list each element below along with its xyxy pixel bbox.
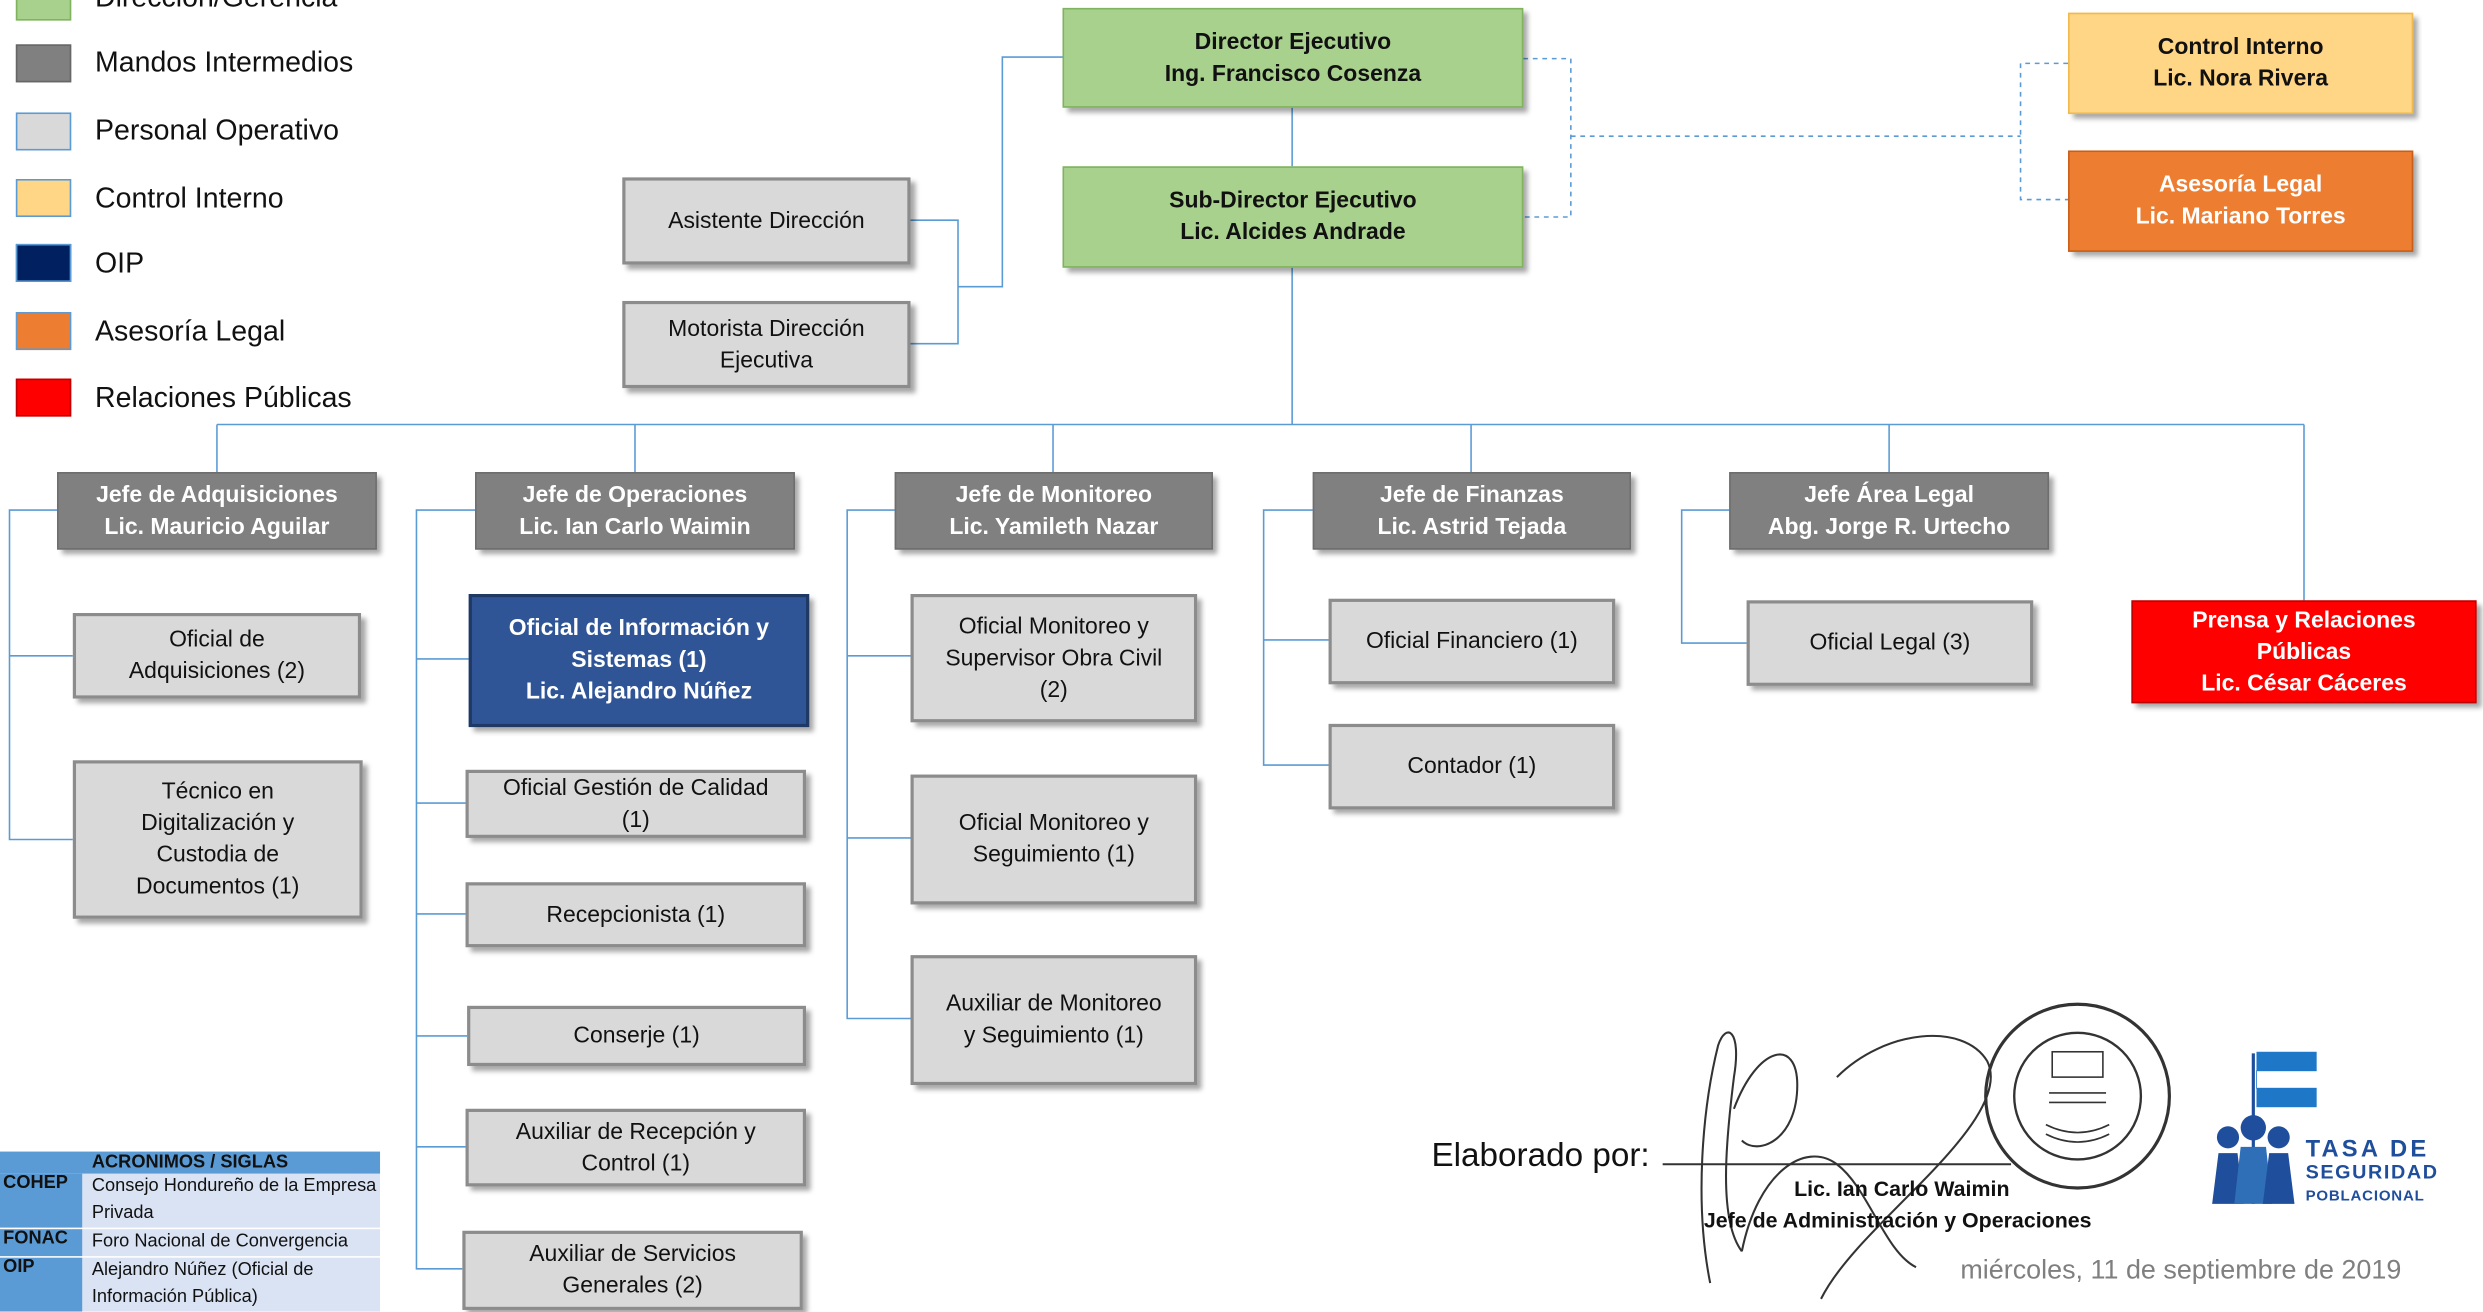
jefe-monitoreo-box: Jefe de Monitoreo Lic. Yamileth Nazar bbox=[894, 472, 1213, 550]
jefe-finanzas-title: Jefe de Finanzas bbox=[1379, 482, 1564, 508]
acronym-row: FONAC Foro Nacional de Convergencia bbox=[0, 1227, 381, 1257]
tasa-logo-emblem bbox=[2212, 1051, 2317, 1204]
jefe-monitoreo-name: Lic. Yamileth Nazar bbox=[949, 514, 1159, 540]
logo-line-1: TASA DE bbox=[2305, 1135, 2430, 1163]
acronym-row: COHEP Consejo Hondureño de la Empresa Pr… bbox=[0, 1173, 381, 1228]
jefe-operaciones-name: Lic. Ian Carlo Waimin bbox=[519, 514, 751, 540]
prensa-box: Prensa y Relaciones Públicas Lic. César … bbox=[2131, 600, 2477, 704]
asistente-box: Asistente Dirección bbox=[622, 177, 911, 265]
signer-name: Lic. Ian Carlo Waimin bbox=[1794, 1176, 2010, 1201]
legend-swatch-direccion bbox=[15, 0, 72, 21]
legend-label-direccion: Dirección/Gerencia bbox=[95, 0, 337, 14]
legal-staff-label: Oficial Legal (3) bbox=[1809, 630, 1971, 656]
ops-staff-label: Auxiliar de Servicios Generales (2) bbox=[529, 1241, 736, 1299]
logo-line-3: POBLACIONAL bbox=[2305, 1188, 2425, 1206]
subdirector-name: Lic. Alcides Andrade bbox=[1180, 220, 1406, 246]
ops-staff-box: Recepcionista (1) bbox=[465, 882, 807, 948]
control-interno-box: Control Interno Lic. Nora Rivera bbox=[2068, 12, 2414, 115]
mon-staff-label: Auxiliar de Monitoreo y Seguimiento (1) bbox=[945, 991, 1162, 1049]
fin-staff-box: Oficial Financiero (1) bbox=[1328, 598, 1616, 685]
asistente-label: Asistente Dirección bbox=[668, 208, 865, 234]
acronym-key: FONAC bbox=[0, 1229, 83, 1257]
legend-swatch-oip bbox=[15, 243, 72, 282]
fin-staff-box: Contador (1) bbox=[1328, 723, 1616, 810]
jefe-legal-box: Jefe Área Legal Abg. Jorge R. Urtecho bbox=[1729, 472, 2050, 550]
fin-staff-label: Contador (1) bbox=[1407, 753, 1537, 780]
jefe-finanzas-box: Jefe de Finanzas Lic. Astrid Tejada bbox=[1312, 472, 1632, 550]
ops-staff-box: Conserje (1) bbox=[467, 1005, 807, 1067]
control-interno-name: Lic. Nora Rivera bbox=[2153, 66, 2329, 92]
oip-label: Oficial de Información y Sistemas (1) Li… bbox=[508, 616, 770, 705]
subdirector-box: Sub-Director Ejecutivo Lic. Alcides Andr… bbox=[1062, 166, 1524, 268]
legend-label-oip: OIP bbox=[95, 247, 145, 279]
ops-staff-box: Oficial Gestión de Calidad (1) bbox=[465, 769, 807, 838]
jefe-legal-name: Abg. Jorge R. Urtecho bbox=[1767, 514, 2011, 540]
acronym-value: Consejo Hondureño de la Empresa Privada bbox=[82, 1173, 381, 1228]
jefe-legal-title: Jefe Área Legal bbox=[1804, 482, 1974, 508]
mon-staff-box: Oficial Monitoreo y Supervisor Obra Civi… bbox=[910, 594, 1198, 723]
jefe-adquisiciones-name: Lic. Mauricio Aguilar bbox=[104, 514, 330, 540]
jefe-finanzas-name: Lic. Astrid Tejada bbox=[1377, 514, 1567, 540]
ops-staff-box: Auxiliar de Servicios Generales (2) bbox=[462, 1230, 803, 1310]
acronyms-header: ACRONIMOS / SIGLAS bbox=[0, 1151, 381, 1174]
jefe-adquisiciones-title: Jefe de Adquisiciones bbox=[96, 482, 338, 508]
mon-staff-label: Oficial Monitoreo y Supervisor Obra Civi… bbox=[945, 613, 1163, 703]
legend-label-control-interno: Control Interno bbox=[95, 182, 284, 214]
motorista-label: Motorista Dirección Ejecutiva bbox=[668, 316, 865, 374]
oip-box: Oficial de Información y Sistemas (1) Li… bbox=[468, 594, 810, 728]
jefe-operaciones-box: Jefe de Operaciones Lic. Ian Carlo Waimi… bbox=[475, 472, 795, 550]
acronym-row: OIP Alejandro Núñez (Oficial de Informac… bbox=[0, 1256, 381, 1312]
subdirector-title: Sub-Director Ejecutivo bbox=[1169, 188, 1417, 214]
seal-stamp bbox=[1984, 1002, 2171, 1190]
acronym-value: Alejandro Núñez (Oficial de Información … bbox=[82, 1257, 381, 1312]
legend-swatch-mandos bbox=[15, 44, 72, 83]
ops-staff-box: Auxiliar de Recepción y Control (1) bbox=[465, 1108, 807, 1187]
prensa-label: Prensa y Relaciones Públicas Lic. César … bbox=[2192, 607, 2416, 697]
ops-staff-label: Recepcionista (1) bbox=[546, 902, 726, 928]
mon-staff-label: Oficial Monitoreo y Seguimiento (1) bbox=[958, 811, 1149, 869]
legend-label-mandos: Mandos Intermedios bbox=[95, 45, 354, 78]
asesoria-legal-title: Asesoría Legal bbox=[2158, 172, 2323, 198]
document-date: miércoles, 11 de septiembre de 2019 bbox=[1960, 1254, 2402, 1285]
jefe-operaciones-title: Jefe de Operaciones bbox=[522, 482, 748, 508]
adq-staff-label: Técnico en Digitalización y Custodia de … bbox=[136, 779, 300, 900]
director-name: Ing. Francisco Cosenza bbox=[1164, 60, 1422, 87]
legal-staff-box: Oficial Legal (3) bbox=[1746, 600, 2034, 686]
legend-label-operativo: Personal Operativo bbox=[95, 114, 340, 146]
fin-staff-label: Oficial Financiero (1) bbox=[1365, 628, 1578, 655]
legend-label-relaciones-publicas: Relaciones Públicas bbox=[95, 381, 352, 414]
ops-staff-label: Auxiliar de Recepción y Control (1) bbox=[515, 1119, 756, 1177]
adq-staff-box: Técnico en Digitalización y Custodia de … bbox=[72, 760, 363, 919]
ops-staff-label: Conserje (1) bbox=[573, 1023, 700, 1049]
motorista-box: Motorista Dirección Ejecutiva bbox=[622, 300, 911, 389]
jefe-monitoreo-title: Jefe de Monitoreo bbox=[955, 482, 1153, 508]
legend-swatch-asesoria-legal bbox=[15, 312, 72, 351]
signer-role: Jefe de Administración y Operaciones bbox=[1703, 1208, 2092, 1233]
director-title: Director Ejecutivo bbox=[1194, 29, 1392, 55]
control-interno-title: Control Interno bbox=[2157, 34, 2324, 61]
handwritten-signature bbox=[1662, 1031, 2012, 1300]
logo-line-2: SEGURIDAD bbox=[2305, 1161, 2439, 1184]
acronyms-table: ACRONIMOS / SIGLAS COHEP Consejo Hondure… bbox=[0, 1151, 381, 1312]
asesoria-legal-box: Asesoría Legal Lic. Mariano Torres bbox=[2068, 150, 2414, 252]
adq-staff-box: Oficial de Adquisiciones (2) bbox=[72, 613, 362, 699]
mon-staff-box: Oficial Monitoreo y Seguimiento (1) bbox=[910, 774, 1198, 905]
acronym-key: COHEP bbox=[0, 1173, 83, 1228]
acronym-value: Foro Nacional de Convergencia bbox=[82, 1229, 381, 1257]
jefe-adquisiciones-box: Jefe de Adquisiciones Lic. Mauricio Agui… bbox=[57, 472, 377, 550]
director-box: Director Ejecutivo Ing. Francisco Cosenz… bbox=[1062, 7, 1524, 108]
acronym-key: OIP bbox=[0, 1257, 83, 1312]
legend-swatch-operativo bbox=[15, 112, 72, 151]
tasa-logo-text: TASA DE SEGURIDAD POBLACIONAL bbox=[2306, 1137, 2439, 1208]
mon-staff-box: Auxiliar de Monitoreo y Seguimiento (1) bbox=[910, 955, 1198, 1086]
adq-staff-label: Oficial de Adquisiciones (2) bbox=[128, 627, 305, 685]
asesoria-legal-name: Lic. Mariano Torres bbox=[2135, 204, 2346, 230]
ops-staff-label: Oficial Gestión de Calidad (1) bbox=[503, 775, 769, 833]
legend-label-asesoria-legal: Asesoría Legal bbox=[95, 315, 286, 347]
legend-swatch-relaciones-publicas bbox=[15, 378, 72, 417]
elaborado-label: Elaborado por: bbox=[1431, 1137, 1650, 1174]
legend-swatch-control-interno bbox=[15, 178, 72, 218]
